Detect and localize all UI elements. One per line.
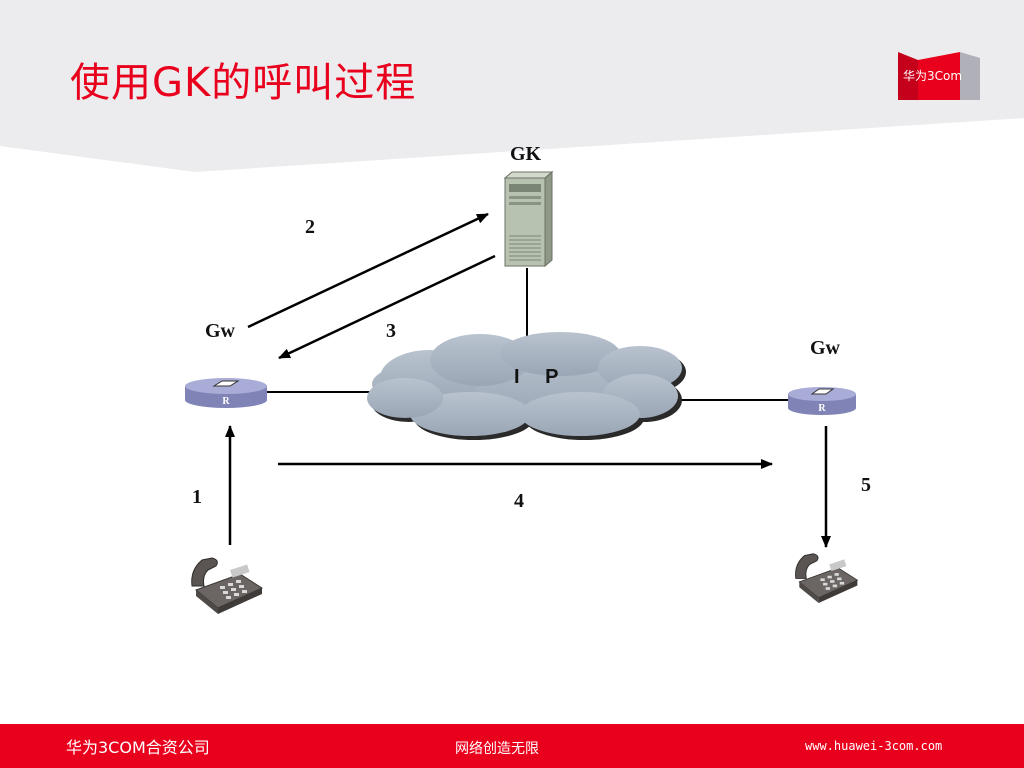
gatekeeper-server-icon	[503, 170, 554, 268]
ip-network-label: I P	[514, 366, 569, 388]
step-label-2: 2	[305, 216, 315, 238]
arrow-step-2	[247, 212, 489, 329]
footer-slogan: 网络创造无限	[455, 741, 539, 757]
header-band	[0, 0, 1024, 172]
router-left-badge: R	[222, 396, 230, 407]
gatekeeper-label: GK	[510, 143, 542, 165]
logo-text: 华为3Com	[903, 69, 963, 83]
telephone-right-icon	[795, 553, 859, 604]
ip-network-cloud	[367, 332, 686, 440]
gateway-right-router-icon: R	[788, 387, 856, 415]
gateway-left-label: Gw	[205, 320, 235, 342]
footer-company: 华为3COM合资公司	[66, 738, 210, 757]
step-label-4: 4	[514, 490, 524, 512]
telephone-left-icon	[191, 557, 264, 614]
step-label-1: 1	[192, 486, 202, 508]
step-label-3: 3	[386, 320, 396, 342]
footer-bar: 华为3COM合资公司 网络创造无限 www.huawei-3com.com	[0, 724, 1024, 768]
page-title: 使用GK的呼叫过程	[70, 60, 417, 106]
arrow-step-3	[278, 254, 496, 360]
gateway-left-router-icon: R	[185, 378, 267, 408]
gateway-right-label: Gw	[810, 337, 840, 359]
router-right-badge: R	[818, 403, 826, 414]
footer-url: www.huawei-3com.com	[805, 739, 943, 753]
company-logo	[898, 52, 980, 100]
step-label-5: 5	[861, 474, 871, 496]
